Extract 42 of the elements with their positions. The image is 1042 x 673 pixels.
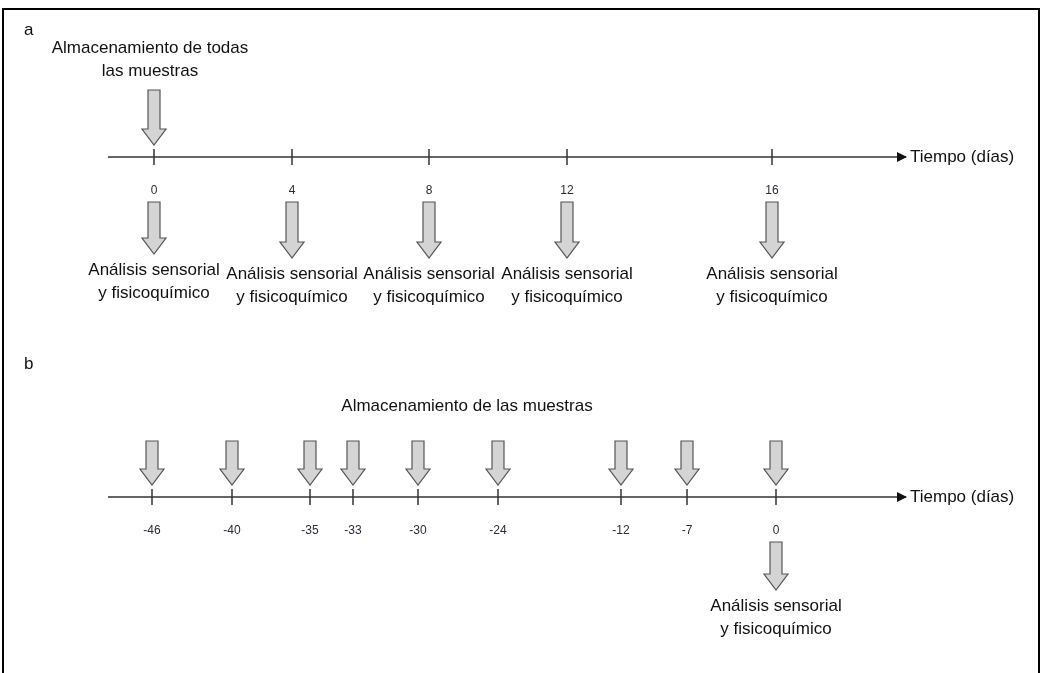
- tick-label: -33: [344, 522, 362, 538]
- tick-label: 0: [772, 522, 780, 538]
- tick-label: -24: [489, 522, 507, 538]
- tick-label: -35: [301, 522, 319, 538]
- tick-label: -46: [143, 522, 161, 538]
- block-arrow: [673, 440, 701, 486]
- block-arrow: [138, 440, 166, 486]
- tick-label: 0: [150, 182, 158, 198]
- annotation-text: Análisis sensorial y fisicoquímico: [706, 262, 838, 308]
- annotation-text: Almacenamiento de las muestras: [302, 394, 632, 417]
- block-arrow: [404, 440, 432, 486]
- axis-label: Tiempo (días): [910, 486, 1015, 508]
- tick-label: 8: [425, 182, 433, 198]
- annotation-text: Análisis sensorial y fisicoquímico: [710, 594, 842, 640]
- tick-label: 4: [288, 182, 296, 198]
- annotation-text: Análisis sensorial y fisicoquímico: [226, 262, 358, 308]
- block-arrow: [415, 201, 443, 259]
- panel-label: b: [24, 353, 34, 375]
- block-arrow: [218, 440, 246, 486]
- annotation-text: Análisis sensorial y fisicoquímico: [363, 262, 495, 308]
- panel-label: a: [24, 19, 34, 41]
- block-arrow: [758, 201, 786, 259]
- annotation-text: Análisis sensorial y fisicoquímico: [501, 262, 633, 308]
- block-arrow: [339, 440, 367, 486]
- tick-label: 16: [765, 182, 779, 198]
- block-arrow: [140, 201, 168, 255]
- tick-label: -12: [612, 522, 630, 538]
- block-arrow: [553, 201, 581, 259]
- tick-label: -40: [223, 522, 241, 538]
- block-arrow: [607, 440, 635, 486]
- annotation-text: Almacenamiento de todas las muestras: [45, 36, 255, 82]
- block-arrow: [278, 201, 306, 259]
- block-arrow: [762, 440, 790, 486]
- tick-label: -30: [409, 522, 427, 538]
- block-arrow: [484, 440, 512, 486]
- tick-label: 12: [560, 182, 574, 198]
- block-arrow: [296, 440, 324, 486]
- tick-label: -7: [681, 522, 693, 538]
- annotation-text: Análisis sensorial y fisicoquímico: [88, 258, 220, 304]
- block-arrow: [140, 89, 168, 146]
- axis-label: Tiempo (días): [910, 146, 1015, 168]
- block-arrow: [762, 541, 790, 591]
